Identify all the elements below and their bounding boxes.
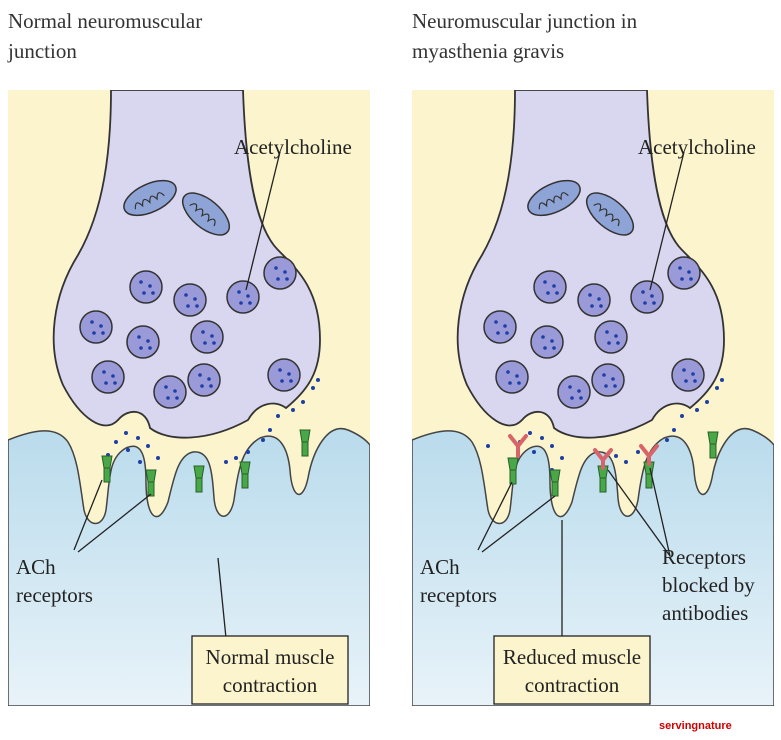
pointer-lines xyxy=(477,151,685,638)
synaptic-vesicles xyxy=(79,256,301,409)
blocked-label-line-1: Receptors xyxy=(662,545,746,569)
acetylcholine-molecules xyxy=(486,266,724,472)
result-line-2: contraction xyxy=(525,673,620,697)
pointer-lines xyxy=(73,151,281,639)
ach-label-line-1: ACh xyxy=(420,555,460,579)
myasthenia-junction-diagram: Acetylcholine ACh receptors Receptors bl… xyxy=(412,90,774,706)
left-panel-title: Normal neuromuscular junction xyxy=(8,9,203,63)
acetylcholine-label: Acetylcholine xyxy=(234,135,352,159)
mitochondrion xyxy=(585,192,635,236)
result-box xyxy=(191,635,349,705)
result-line-1: Reduced muscle xyxy=(503,645,641,669)
myasthenia-junction-panel: Acetylcholine ACh receptors Receptors bl… xyxy=(412,90,774,706)
blocked-receptors xyxy=(508,434,659,493)
result-line-2: contraction xyxy=(223,673,318,697)
antibodies xyxy=(508,434,659,470)
ach-receptors xyxy=(507,431,719,497)
mitochondrion xyxy=(181,192,231,236)
normal-junction-panel: Acetylcholine ACh receptors Normal muscl… xyxy=(8,90,370,706)
ach-label-line-1: ACh xyxy=(16,555,56,579)
mitochondrion xyxy=(123,179,177,217)
watermark: servingnature xyxy=(659,720,732,732)
ach-label-line-2: receptors xyxy=(420,583,497,607)
result-line-1: Normal muscle xyxy=(206,645,335,669)
right-panel-title: Neuromuscular junction in myasthenia gra… xyxy=(412,9,638,63)
acetylcholine-molecules xyxy=(90,266,320,464)
result-box xyxy=(493,635,651,705)
normal-junction-diagram: Acetylcholine ACh receptors Normal muscl… xyxy=(8,90,370,706)
acetylcholine-label: Acetylcholine xyxy=(638,135,756,159)
blocked-label-line-3: antibodies xyxy=(662,601,748,625)
mitochondrion xyxy=(527,179,581,217)
ach-label-line-2: receptors xyxy=(16,583,93,607)
ach-receptors xyxy=(101,429,311,497)
synaptic-vesicles xyxy=(483,256,705,409)
blocked-label-line-2: blocked by xyxy=(662,573,755,597)
